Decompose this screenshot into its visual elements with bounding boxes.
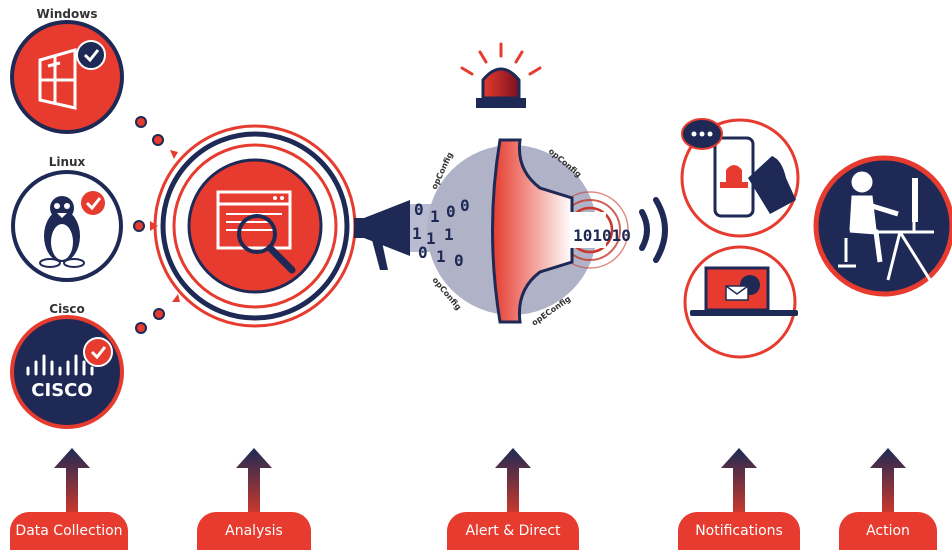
binary-input: 0 1 0 0 1 1 1 0 1 0 <box>412 196 470 270</box>
sound-waves-icon <box>639 197 668 263</box>
alert-megaphone: 101010 <box>354 138 668 324</box>
up-arrows <box>54 448 906 512</box>
bit: 1 <box>426 229 436 248</box>
up-arrow-icon <box>236 448 272 512</box>
bit: 0 <box>460 196 470 215</box>
magnifier-icon <box>237 214 296 274</box>
cisco-source: CISCO <box>10 315 124 429</box>
alarm-beacon-icon <box>460 42 542 108</box>
bit: 1 <box>412 224 422 243</box>
browser-window-icon <box>216 190 292 250</box>
stage-action: Action <box>839 512 937 550</box>
check-badge-icon <box>83 337 113 367</box>
windows-source <box>10 20 124 134</box>
stage-alert-direct: Alert & Direct <box>447 512 579 550</box>
phone-notification <box>680 118 800 238</box>
cisco-logo-text: CISCO <box>31 380 92 401</box>
linux-source <box>11 170 123 282</box>
bit: 1 <box>436 247 446 266</box>
person-at-desk-icon <box>838 171 934 281</box>
action-person <box>813 155 952 297</box>
up-arrow-icon <box>495 448 531 512</box>
bit: 1 <box>430 207 440 226</box>
check-badge-icon <box>76 40 106 70</box>
stage-notifications: Notifications <box>678 512 800 550</box>
up-arrow-icon <box>721 448 757 512</box>
binary-output: 101010 <box>573 226 631 245</box>
bit: 0 <box>454 251 464 270</box>
hand-icon <box>748 156 796 214</box>
bit: 0 <box>446 202 456 221</box>
check-badge-icon <box>79 189 107 217</box>
analysis-target <box>153 124 357 328</box>
stage-analysis: Analysis <box>197 512 311 550</box>
cisco-logo-icon <box>26 354 94 376</box>
bell-icon <box>726 165 742 182</box>
up-arrow-icon <box>54 448 90 512</box>
laptop-notification <box>683 245 798 359</box>
bit: 0 <box>414 200 424 219</box>
windows-label: Windows <box>36 7 98 21</box>
windows-icon <box>38 48 77 110</box>
tux-penguin-icon <box>39 196 85 268</box>
linux-label: Linux <box>48 155 86 169</box>
up-arrow-icon <box>870 448 906 512</box>
stage-data-collection: Data Collection <box>10 512 128 550</box>
cisco-label: Cisco <box>49 302 85 316</box>
bit: 1 <box>444 225 454 244</box>
connector-dots <box>133 116 165 334</box>
bit: 0 <box>418 243 428 262</box>
